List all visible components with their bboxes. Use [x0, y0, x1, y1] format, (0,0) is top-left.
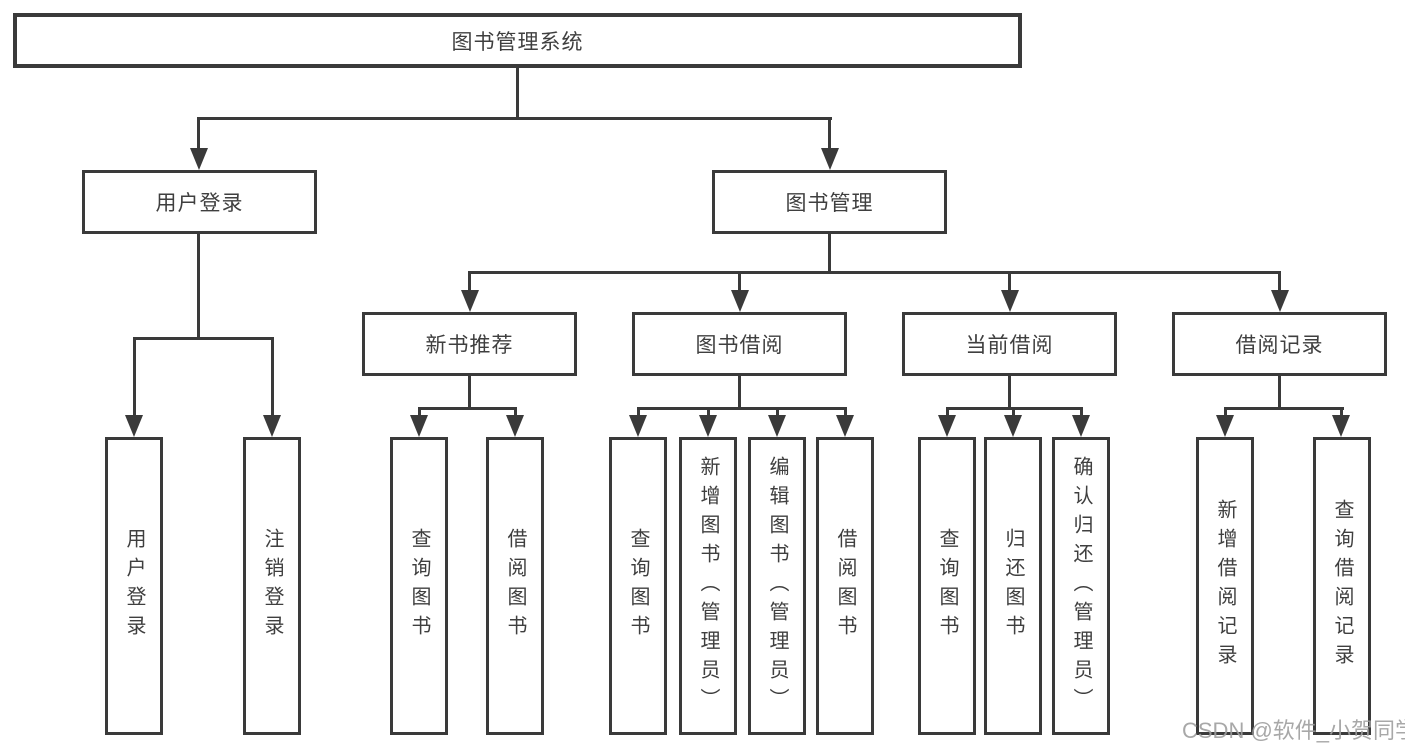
leaf-borrow-books-recommend: 借阅图书 — [486, 437, 544, 735]
arrow-down — [190, 148, 208, 170]
leaf-edit-books-admin: 编辑图书（管理员） — [748, 437, 806, 735]
leaf-confirm-return-admin: 确认归还（管理员） — [1052, 437, 1110, 735]
arrow-down — [836, 415, 854, 437]
connector-rail — [1224, 407, 1344, 410]
arrow-down — [699, 415, 717, 437]
arrow-down — [1072, 415, 1090, 437]
node-current-borrowing: 当前借阅 — [902, 312, 1117, 376]
connector-rail — [637, 407, 847, 410]
leaf-add-borrow-record-label: 新增借阅记录 — [1214, 499, 1236, 673]
arrow-down — [1216, 415, 1234, 437]
node-current-borrowing-label: 当前借阅 — [965, 334, 1054, 357]
leaf-borrow-books: 借阅图书 — [816, 437, 874, 735]
connector-stem — [828, 234, 831, 271]
node-new-book-recommend: 新书推荐 — [362, 312, 577, 376]
arrow-down — [821, 148, 839, 170]
leaf-return-books: 归还图书 — [984, 437, 1042, 735]
node-book-borrowing: 图书借阅 — [632, 312, 847, 376]
arrow-down — [461, 290, 479, 312]
leaf-logout: 注销登录 — [243, 437, 301, 735]
connector-stem — [738, 376, 741, 407]
connector-stub — [468, 271, 471, 290]
node-book-borrowing-label: 图书借阅 — [695, 334, 784, 357]
leaf-return-books-label: 归还图书 — [1002, 528, 1024, 644]
node-borrowing-records-label: 借阅记录 — [1235, 334, 1324, 357]
connector-stub — [707, 407, 710, 415]
leaf-query-books-borrowing: 查询图书 — [609, 437, 667, 735]
leaf-query-books-recommend-label: 查询图书 — [408, 528, 430, 644]
leaf-add-books-admin: 新增图书（管理员） — [679, 437, 737, 735]
node-user-login: 用户登录 — [82, 170, 317, 234]
leaf-borrow-books-label: 借阅图书 — [834, 528, 856, 644]
leaf-query-borrow-record-label: 查询借阅记录 — [1331, 499, 1353, 673]
connector-stub — [418, 407, 421, 415]
leaf-query-books-borrowing-label: 查询图书 — [627, 528, 649, 644]
leaf-query-books-recommend: 查询图书 — [390, 437, 448, 735]
connector-stub — [1012, 407, 1015, 415]
node-library-system: 图书管理系统 — [13, 13, 1022, 68]
connector-stub — [271, 337, 274, 415]
arrow-down — [410, 415, 428, 437]
leaf-borrow-books-recommend-label: 借阅图书 — [504, 528, 526, 644]
connector-stub — [197, 117, 200, 150]
arrow-down — [938, 415, 956, 437]
connector-rail — [133, 337, 274, 340]
connector-stem — [1278, 376, 1281, 407]
arrow-down — [629, 415, 647, 437]
leaf-query-books-current: 查询图书 — [918, 437, 976, 735]
leaf-add-borrow-record: 新增借阅记录 — [1196, 437, 1254, 735]
connector-root-rail — [197, 117, 832, 120]
leaf-user-login: 用户登录 — [105, 437, 163, 735]
connector-stub — [776, 407, 779, 415]
leaf-query-books-current-label: 查询图书 — [936, 528, 958, 644]
node-borrowing-records: 借阅记录 — [1172, 312, 1387, 376]
connector-stub — [133, 337, 136, 415]
connector-stub — [1224, 407, 1227, 415]
connector-stub — [1008, 271, 1011, 290]
node-book-management: 图书管理 — [712, 170, 947, 234]
connector-root-stem — [516, 68, 519, 117]
arrow-down — [1271, 290, 1289, 312]
connector-stub — [1340, 407, 1343, 415]
connector-rail — [468, 271, 1281, 274]
arrow-down — [1001, 290, 1019, 312]
connector-stub — [844, 407, 847, 415]
leaf-edit-books-admin-label: 编辑图书（管理员） — [766, 455, 788, 717]
csdn-watermark: CSDN @软件_小贺同学 — [1182, 718, 1405, 743]
leaf-user-login-label: 用户登录 — [123, 528, 145, 644]
arrow-down — [1004, 415, 1022, 437]
connector-stub — [637, 407, 640, 415]
arrow-down — [506, 415, 524, 437]
connector-stub — [946, 407, 949, 415]
node-user-login-label: 用户登录 — [155, 192, 244, 215]
leaf-query-borrow-record: 查询借阅记录 — [1313, 437, 1371, 735]
arrow-down — [263, 415, 281, 437]
node-new-book-recommend-label: 新书推荐 — [425, 334, 514, 357]
connector-stub — [828, 117, 831, 150]
connector-stub — [1080, 407, 1083, 415]
connector-stub — [1278, 271, 1281, 290]
connector-rail — [418, 407, 517, 410]
arrow-down — [768, 415, 786, 437]
arrow-down — [125, 415, 143, 437]
arrow-down — [731, 290, 749, 312]
leaf-add-books-admin-label: 新增图书（管理员） — [697, 455, 719, 717]
connector-stem — [197, 234, 200, 337]
leaf-confirm-return-admin-label: 确认归还（管理员） — [1070, 455, 1092, 717]
connector-stub — [514, 407, 517, 415]
node-book-management-label: 图书管理 — [785, 192, 874, 215]
arrow-down — [1332, 415, 1350, 437]
connector-stem — [468, 376, 471, 407]
node-library-system-label: 图书管理系统 — [451, 30, 584, 54]
connector-stub — [738, 271, 741, 290]
leaf-logout-label: 注销登录 — [261, 528, 283, 644]
connector-stem — [1008, 376, 1011, 407]
